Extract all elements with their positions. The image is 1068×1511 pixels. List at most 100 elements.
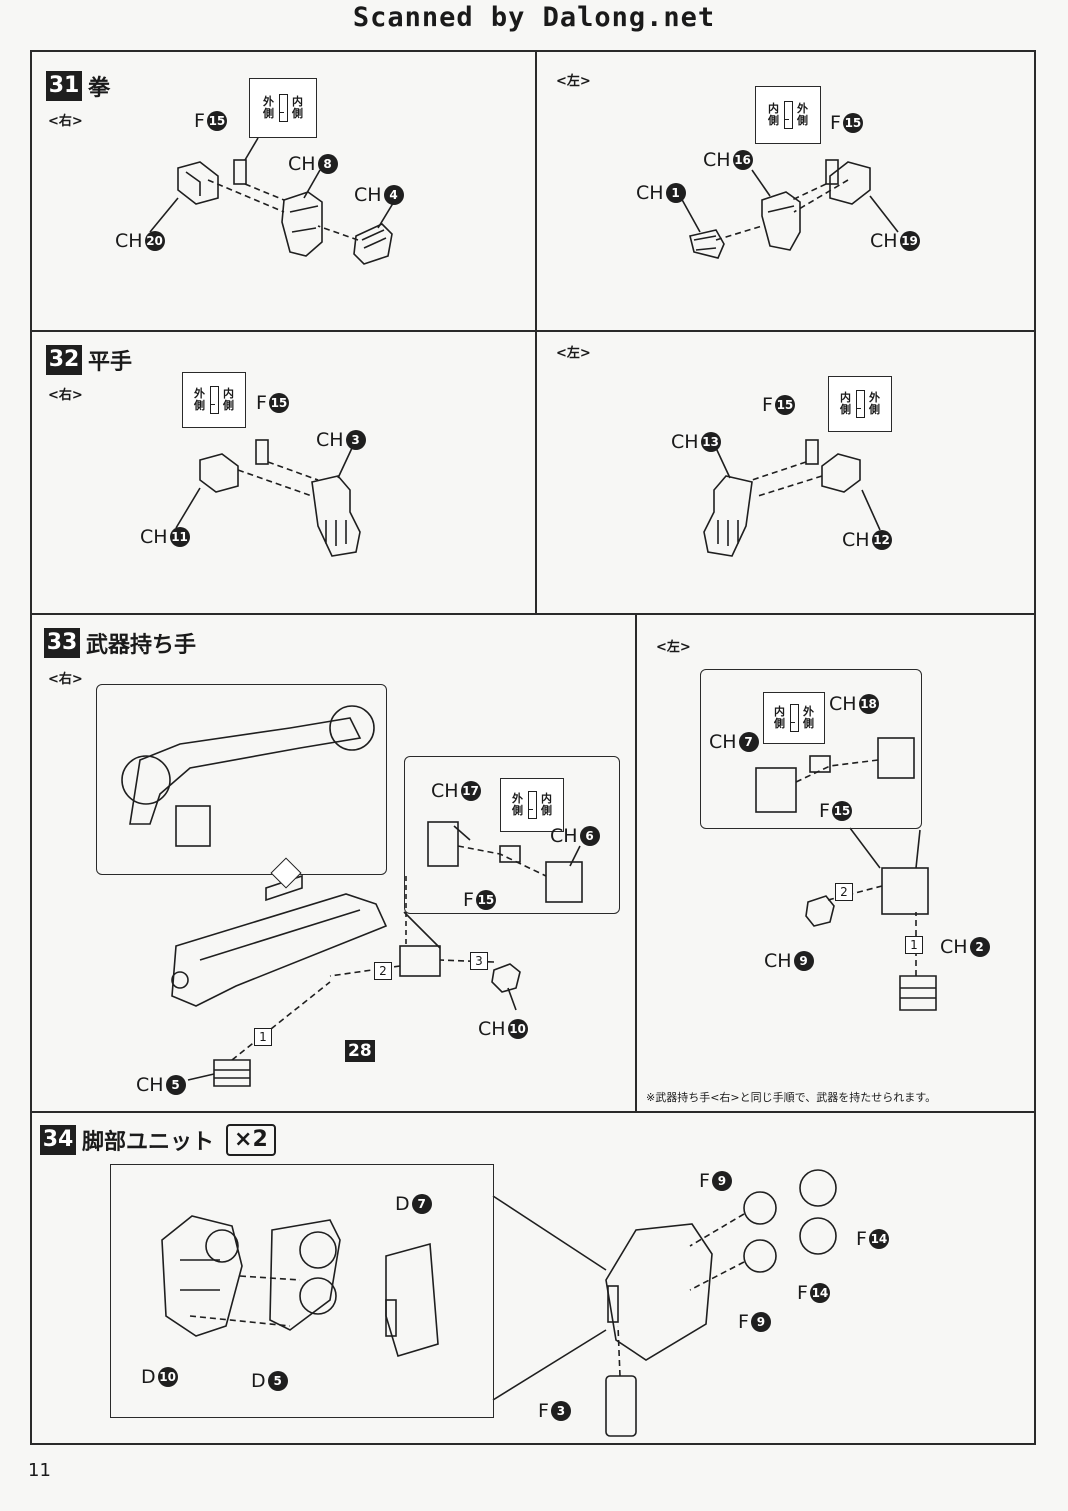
part-ch11-shape bbox=[199, 453, 239, 493]
part-ch20-shape bbox=[177, 161, 219, 205]
orientation-legend: 内側 外側 bbox=[763, 692, 825, 744]
inner-side-label: 内側 bbox=[840, 391, 851, 416]
assembly-arrow bbox=[757, 475, 823, 497]
inner-side-label: 内側 bbox=[223, 387, 234, 412]
fingers-shape bbox=[689, 229, 725, 259]
pin-icon bbox=[789, 704, 799, 732]
outer-side-label: 外側 bbox=[512, 792, 523, 817]
divider-31-lr bbox=[535, 50, 537, 330]
fingers-shape bbox=[353, 223, 393, 265]
f15-pin-shape bbox=[805, 439, 819, 465]
part-ch17-shape bbox=[427, 821, 459, 867]
callout-line bbox=[849, 827, 881, 869]
open-hand-shape bbox=[703, 475, 753, 557]
leader-line bbox=[507, 987, 517, 1011]
step-number: 31 bbox=[46, 71, 82, 101]
bazooka-mag-shape bbox=[175, 805, 211, 847]
f15-pin-shape bbox=[255, 439, 269, 465]
pin-icon bbox=[783, 101, 793, 129]
side-label-right: <右> bbox=[48, 672, 83, 687]
leader-line bbox=[453, 825, 471, 841]
part-ch5-shape bbox=[213, 1059, 251, 1087]
open-hand-shape bbox=[311, 475, 361, 557]
assembly-arrow bbox=[239, 1275, 301, 1281]
callout-line bbox=[915, 829, 921, 869]
assembly-arrow bbox=[795, 759, 879, 783]
side-label-right: <右> bbox=[48, 388, 83, 403]
hand-frame-shape bbox=[399, 945, 441, 977]
quantity-badge: ×2 bbox=[226, 1124, 276, 1156]
side-label-left: <左> bbox=[556, 74, 591, 89]
assembly-arrow bbox=[689, 1261, 745, 1291]
assembly-arrow bbox=[439, 959, 495, 963]
orientation-legend: 内側 外側 bbox=[828, 376, 892, 432]
part-d7-window-shape bbox=[385, 1299, 397, 1337]
step-title: 脚部ユニット bbox=[82, 1130, 215, 1155]
assembly-arrow bbox=[715, 225, 763, 241]
callout-line bbox=[492, 1195, 607, 1271]
bazooka-scope-shape bbox=[121, 755, 171, 805]
divider-32-33 bbox=[30, 613, 1036, 615]
inner-side-label: 内側 bbox=[541, 792, 552, 817]
f9-cap-shape bbox=[743, 1239, 777, 1273]
leader-line bbox=[337, 447, 353, 479]
order-step-1: 1 bbox=[905, 936, 923, 954]
bazooka-end-shape bbox=[329, 705, 375, 751]
leader-line bbox=[869, 195, 899, 233]
f14-cap-shape bbox=[799, 1169, 837, 1207]
pin-icon bbox=[209, 386, 219, 414]
order-step-3: 3 bbox=[470, 952, 488, 970]
outer-side-label: 外側 bbox=[797, 102, 808, 127]
leader-line bbox=[303, 169, 321, 199]
step-32-heading: 32 平手 bbox=[46, 344, 132, 376]
assembly-arrow bbox=[791, 183, 827, 201]
leg-detail-inset bbox=[110, 1164, 494, 1418]
leader-line bbox=[751, 169, 771, 197]
assembly-arrow bbox=[189, 1315, 291, 1327]
hand-frame-shape bbox=[881, 867, 929, 915]
assembly-arrow bbox=[617, 1325, 621, 1377]
outer-side-label: 外側 bbox=[263, 95, 274, 120]
inner-side-label: 内側 bbox=[768, 102, 779, 127]
leader-line bbox=[175, 487, 201, 529]
orientation-legend: 外側 内側 bbox=[500, 778, 564, 832]
rifle-muzzle-shape bbox=[171, 971, 189, 989]
divider-33-lr bbox=[635, 613, 637, 1111]
part-ch2-shape bbox=[899, 975, 937, 1011]
pin-icon bbox=[278, 94, 288, 122]
bazooka-shape bbox=[129, 717, 362, 825]
instruction-frame bbox=[30, 50, 1036, 1445]
bazooka-inset bbox=[96, 684, 387, 875]
assembly-arrow bbox=[267, 461, 319, 481]
side-label-right: <右> bbox=[48, 114, 83, 129]
part-ch18-shape bbox=[877, 737, 915, 779]
leader-line bbox=[715, 447, 731, 479]
assembly-arrow bbox=[231, 981, 331, 1061]
f15-pin-shape bbox=[825, 159, 839, 185]
assembly-arrow bbox=[207, 179, 285, 213]
f9-cap-shape bbox=[743, 1191, 777, 1225]
step-34-heading: 34 脚部ユニット ×2 bbox=[40, 1124, 276, 1156]
